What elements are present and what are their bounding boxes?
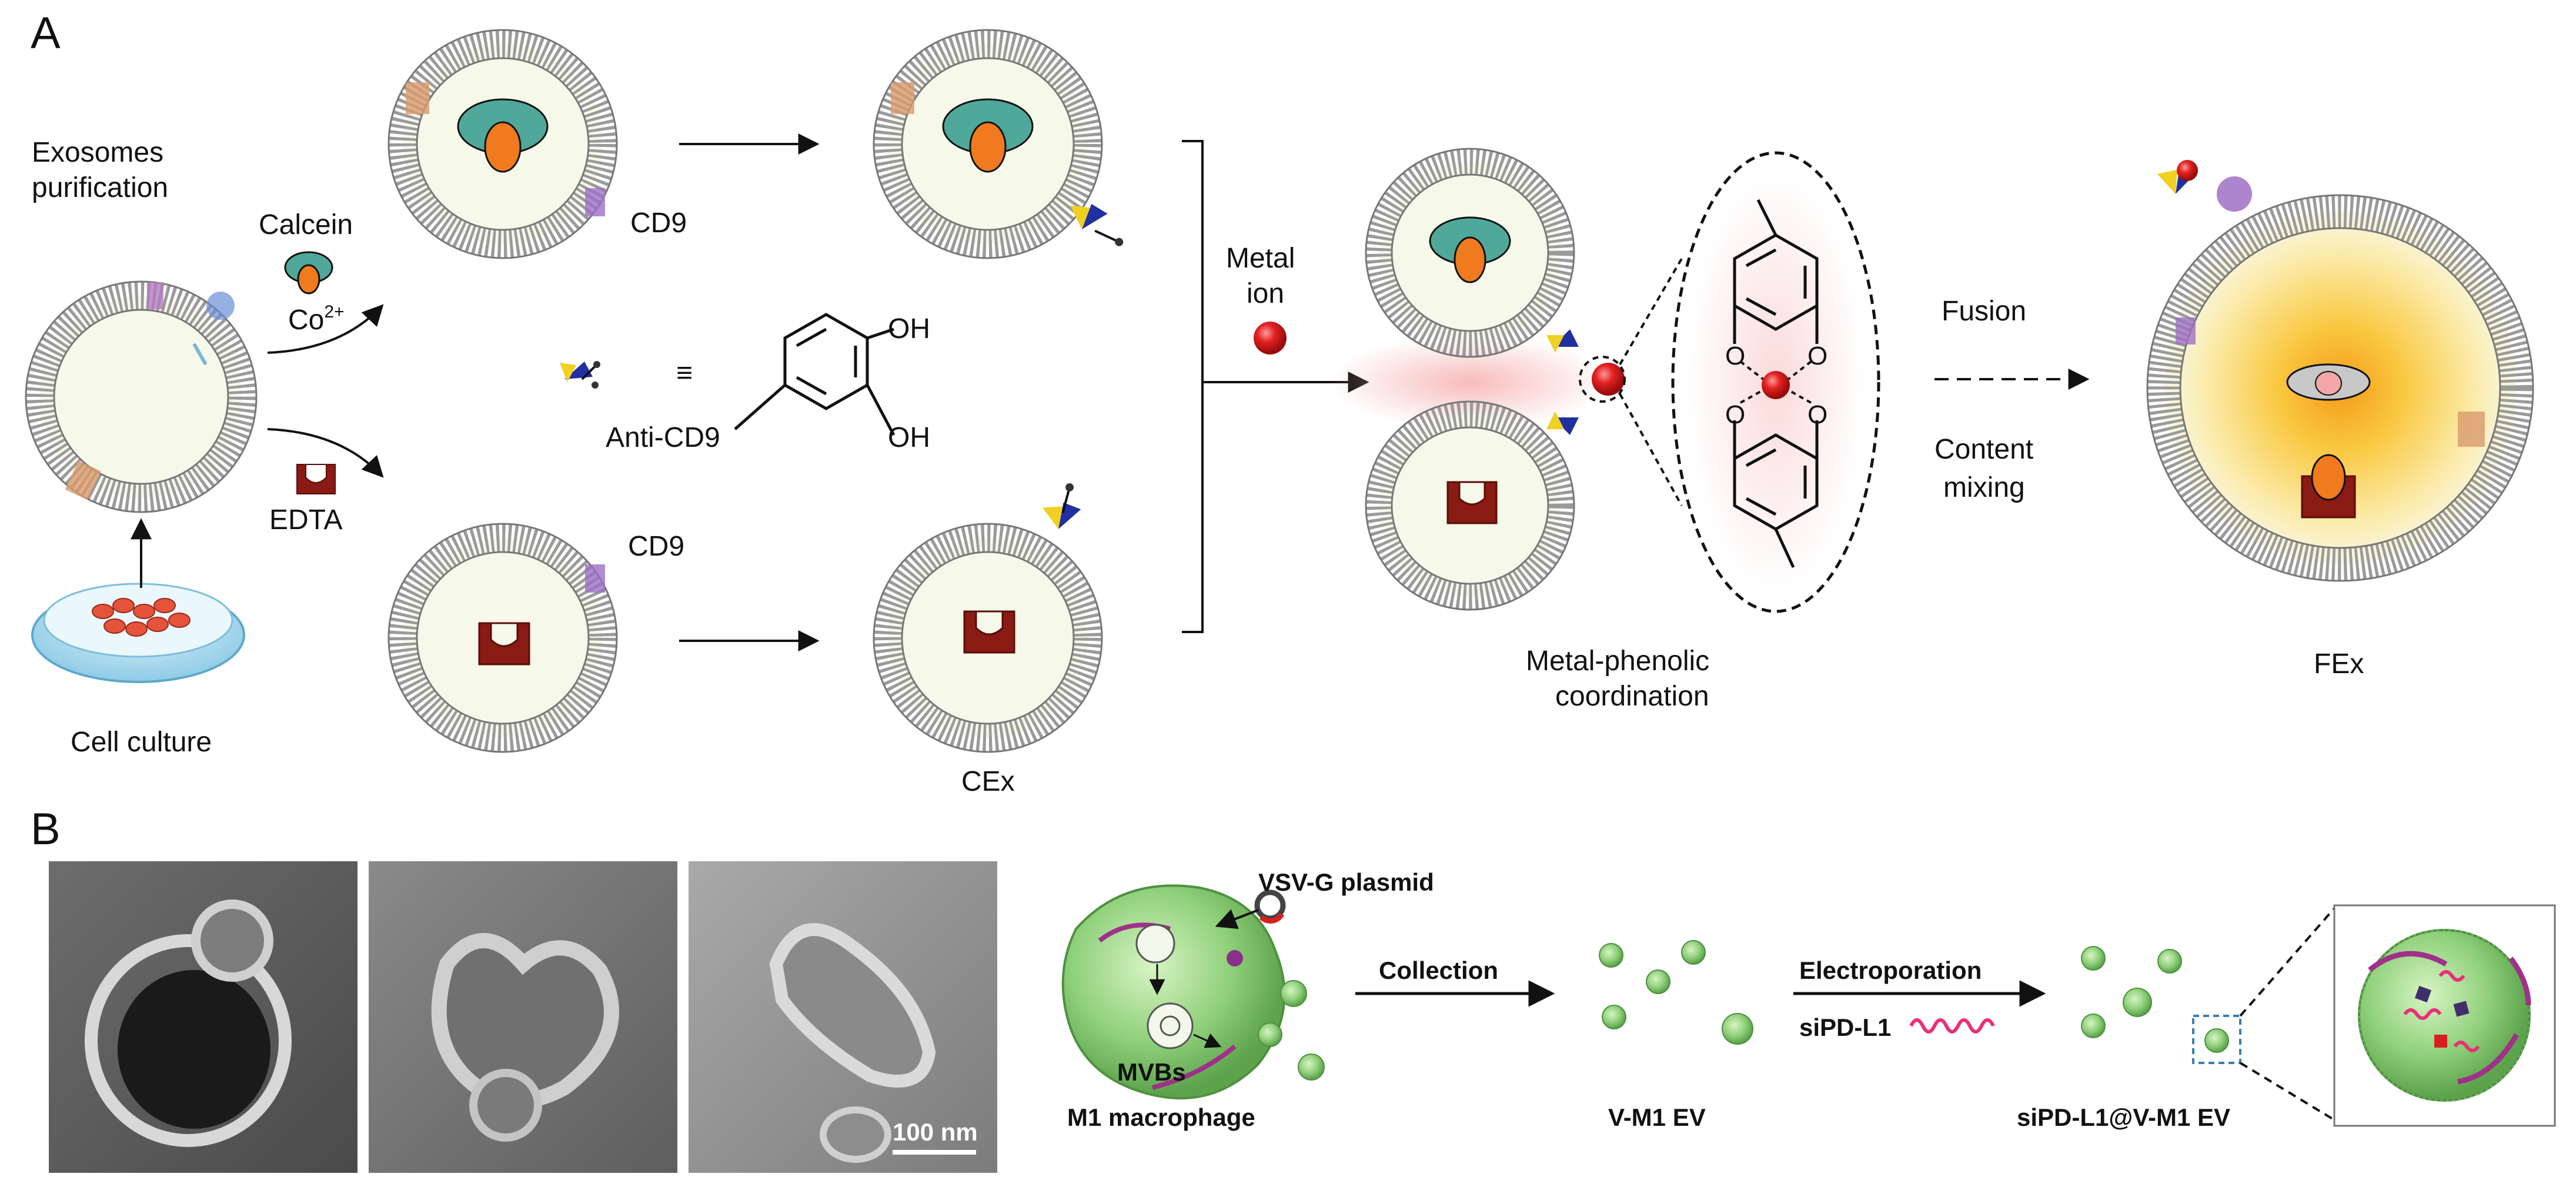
edta-vesicle-1 [387,523,618,753]
content-mixing-label-line2: mixing [1943,472,2025,503]
zoom-line-bottom [1619,393,1683,506]
calcein-cobalt-icon [284,251,333,295]
to-edta-path-arrow [267,428,384,478]
collection-label: Collection [1379,956,1498,984]
equivalent-sign: ≡ [676,357,693,389]
fex-vesicle [2146,160,2534,582]
cd9-label-bottom: CD9 [628,531,684,562]
coordination-metal-ion [1592,363,1625,396]
tem-image-1 [49,861,358,1173]
ev-zoom-source-box [2192,1015,2241,1064]
anti-cd9-label: Anti-CD9 [606,422,720,453]
plasmid-arrow [1215,909,1259,929]
calcein-label: Calcein [259,209,353,240]
edta-label: EDTA [269,504,342,536]
mvbs-label: MVBs [1117,1058,1186,1086]
content-mixing-label-line1: Content [1934,434,2033,465]
ev-zoom-line-top [2239,907,2336,1017]
metal-ion-label-line1: Metal [1226,243,1295,274]
docking-antibodies [1546,329,1579,435]
chem-o-4: O [1807,400,1827,429]
cell-culture-label: Cell culture [71,727,212,758]
docking-halo [1329,335,1611,429]
sipd-l1-ev-zoom [2333,904,2556,1127]
catechol-structure [734,313,896,436]
sipd-l1-vm1-ev-label: siPD-L1@V-M1 EV [2017,1103,2230,1131]
tem-image-2 [369,861,677,1173]
cd9-label-top: CD9 [630,208,687,239]
zoom-source-circle [1579,356,1626,403]
metal-phenolic-label-line2: coordination [1555,681,1709,712]
sirna-icon [1909,1018,1995,1034]
fusion-label: Fusion [1942,296,2026,327]
docked-calcein-vesicle [1365,148,1575,358]
metal-ion-icon [1254,322,1287,354]
cell-culture-dish [31,583,245,683]
to-calcein-path-arrow [267,304,384,354]
sipd-l1-ev-cluster [2081,946,2229,1053]
vsvg-plasmid-label: VSV-G plasmid [1258,868,1434,896]
metal-phenolic-label-line1: Metal-phenolic [1526,646,1709,677]
exosomes-purification-label-line1: Exosomes [32,137,163,168]
sipd-l1-label: siPD-L1 [1799,1014,1891,1041]
merge-bracket [1182,140,1204,633]
oh-label-bottom: OH [888,422,930,453]
cex-vesicle [873,483,1103,753]
tem-image-3 [689,861,997,1173]
m1-macrophage [1061,884,1325,1100]
vm1-ev-cluster [1599,940,1753,1045]
oh-label-top: OH [888,313,930,345]
calcein-vesicle-1 [387,29,618,259]
docked-edta-vesicle [1365,400,1575,611]
edta-icon [296,464,336,494]
anti-cd9-icon [560,361,600,389]
chem-o-3: O [1725,400,1745,429]
exosomes-purification-label-line2: purification [32,172,168,203]
panel-label-a: A [31,8,61,58]
calcein-vesicle-2 [873,29,1124,259]
chem-o-2: O [1807,342,1827,370]
cex-label: CEx [961,766,1015,797]
ev-zoom-line-bottom [2239,1062,2336,1121]
fex-label: FEx [2314,648,2364,680]
panel-label-b: B [31,804,61,854]
metal-phenolic-coordination-zoom [1671,151,1880,613]
vm1-ev-label: V-M1 EV [1608,1103,1706,1131]
scale-bar-label: 100 nm [893,1118,978,1146]
source-exosome [25,280,258,513]
m1-macrophage-label: M1 macrophage [1067,1103,1255,1131]
chem-o-1: O [1725,342,1745,370]
electroporation-label: Electroporation [1799,956,1982,984]
metal-ion-label-line2: ion [1247,278,1284,309]
cobalt-label: Co2+ [288,302,345,336]
zoom-line-top [1619,257,1683,366]
